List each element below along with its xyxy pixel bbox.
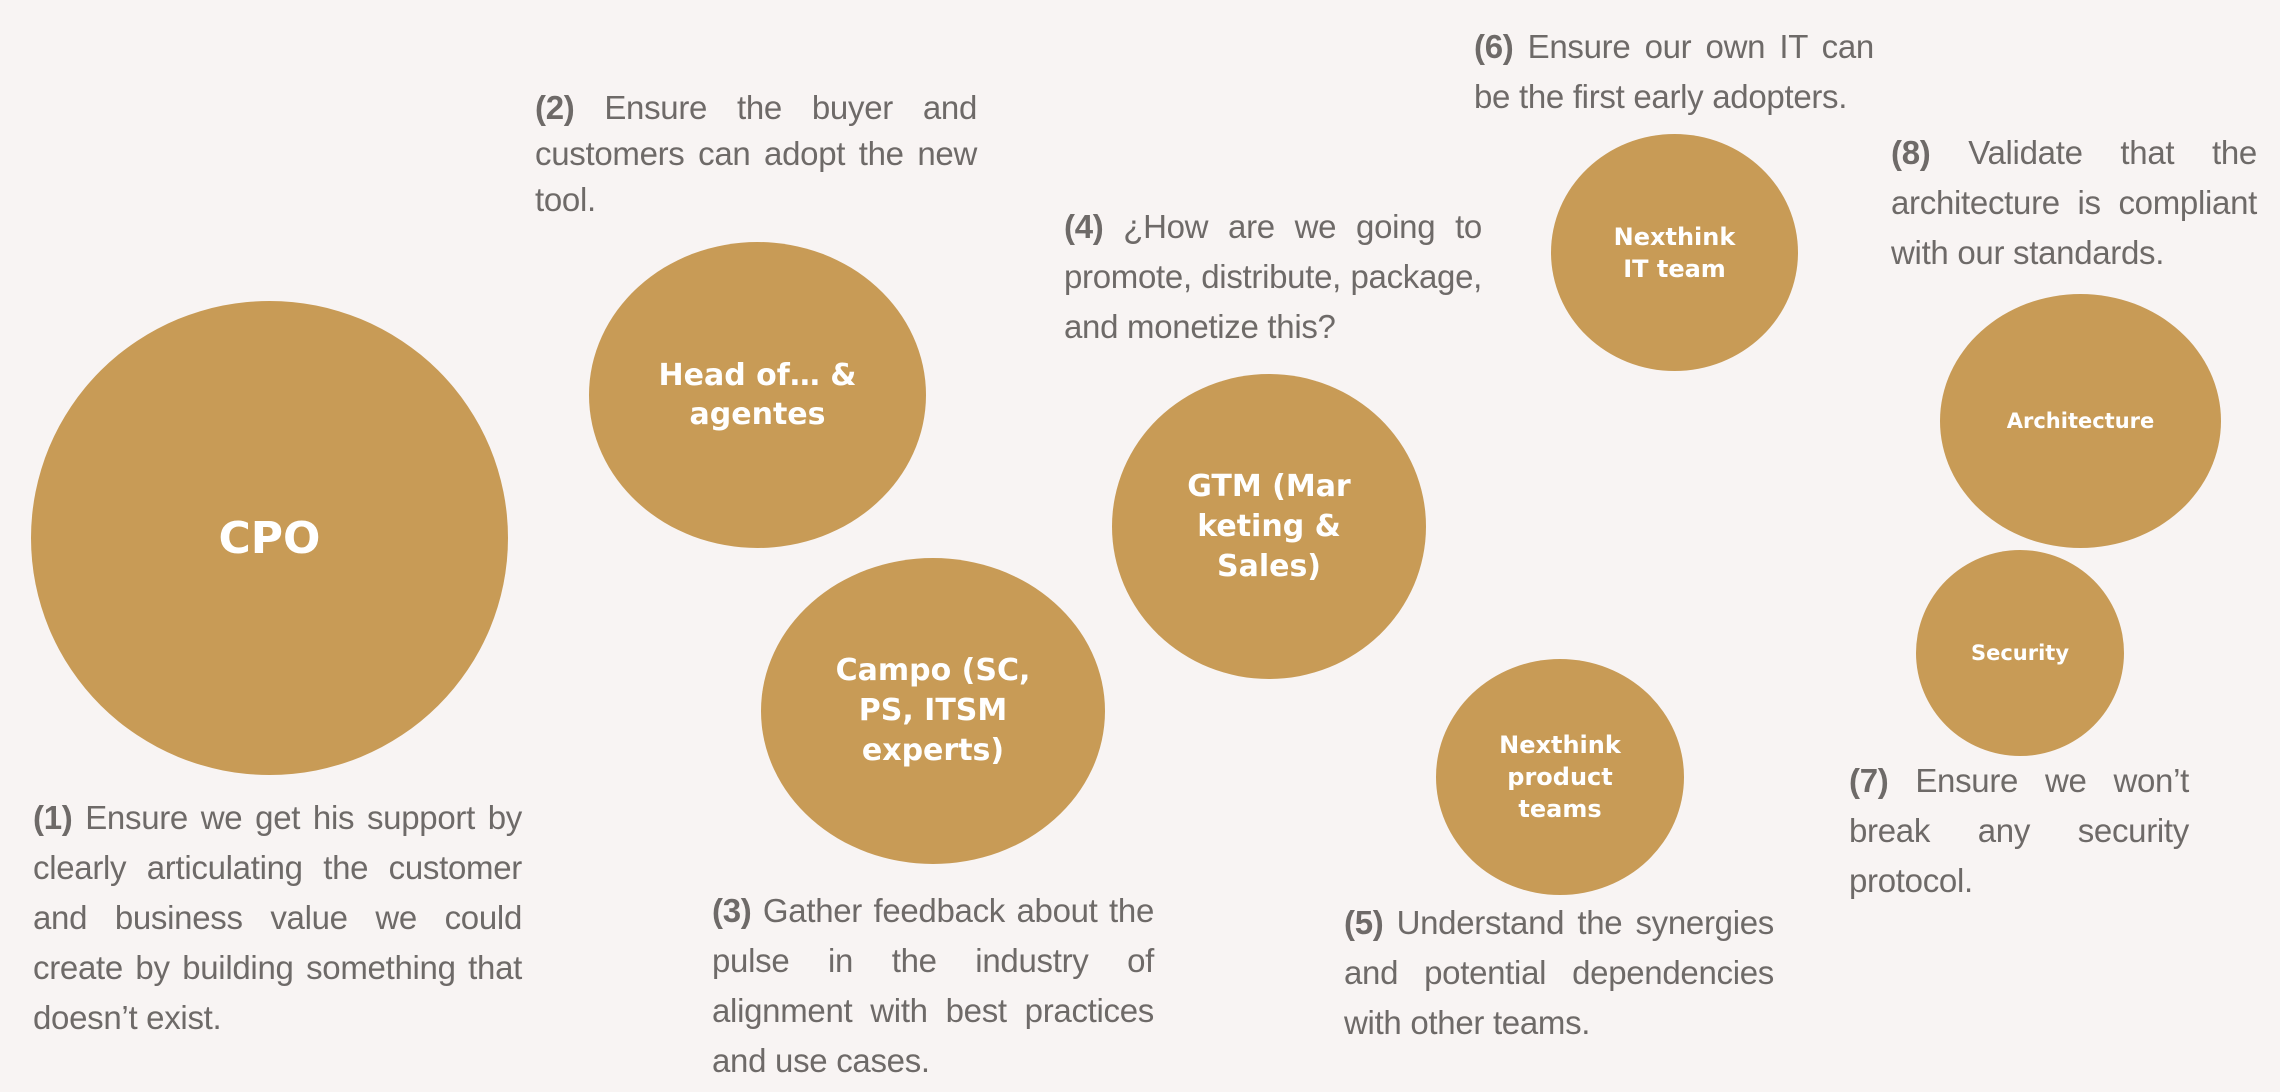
bubble-campo-label: Campo (SC, PS, ITSM experts) — [835, 653, 1031, 768]
bubble-security: Security — [1916, 550, 2124, 756]
note-8-text: Validate that the architecture is compli… — [1891, 134, 2257, 271]
bubble-cpo: CPO — [31, 301, 508, 775]
note-1-text: Ensure we get his support by clearly art… — [33, 799, 522, 1036]
note-4-number: (4) — [1064, 208, 1104, 245]
bubble-campo: Campo (SC, PS, ITSM experts) — [761, 558, 1105, 864]
note-2-number: (2) — [535, 89, 575, 126]
bubble-nexthink-product-teams: Nexthink product teams — [1436, 659, 1684, 895]
bubble-security-label: Security — [1970, 641, 2070, 665]
note-6-text: Ensure our own IT can be the first early… — [1474, 28, 1874, 115]
note-7-text: Ensure we won’t break any security proto… — [1849, 762, 2189, 899]
note-1: (1) Ensure we get his support by clearly… — [33, 793, 522, 1043]
note-1-number: (1) — [33, 799, 73, 836]
bubble-cpo-label: CPO — [218, 512, 321, 564]
note-4: (4) ¿How are we going to promote, distri… — [1064, 202, 1482, 352]
bubble-head-of-agentes-label: Head of… & agentes — [658, 358, 857, 432]
note-3-number: (3) — [712, 892, 752, 929]
note-4-text: ¿How are we going to promote, distribute… — [1064, 208, 1482, 345]
bubble-nexthink-it-team-label: Nexthink IT team — [1613, 222, 1736, 283]
bubble-nexthink-product-teams-label: Nexthink product teams — [1499, 731, 1621, 823]
note-5-text: Understand the synergies and potential d… — [1344, 904, 1774, 1041]
bubble-gtm-label: GTM (Marketing & Sales) — [1187, 468, 1351, 584]
note-6-number: (6) — [1474, 28, 1514, 65]
bubble-head-of-agentes: Head of… & agentes — [589, 242, 926, 548]
note-7: (7) Ensure we won’t break any security p… — [1849, 756, 2189, 906]
note-5: (5) Understand the synergies and potenti… — [1344, 898, 1774, 1048]
bubble-nexthink-it-team: Nexthink IT team — [1551, 134, 1798, 371]
note-3-text: Gather feedback about the pulse in the i… — [712, 892, 1154, 1079]
bubble-gtm: GTM (Marketing & Sales) — [1112, 374, 1426, 679]
note-8-number: (8) — [1891, 134, 1931, 171]
note-8: (8) Validate that the architecture is co… — [1891, 128, 2257, 278]
bubble-architecture: Architecture — [1940, 294, 2221, 548]
note-2: (2) Ensure the buyer and customers can a… — [535, 85, 977, 223]
note-5-number: (5) — [1344, 904, 1384, 941]
note-3: (3) Gather feedback about the pulse in t… — [712, 886, 1154, 1086]
note-2-text: Ensure the buyer and customers can adopt… — [535, 89, 977, 218]
note-7-number: (7) — [1849, 762, 1889, 799]
bubble-architecture-label: Architecture — [2006, 409, 2155, 433]
note-6: (6) Ensure our own IT can be the first e… — [1474, 22, 1874, 122]
